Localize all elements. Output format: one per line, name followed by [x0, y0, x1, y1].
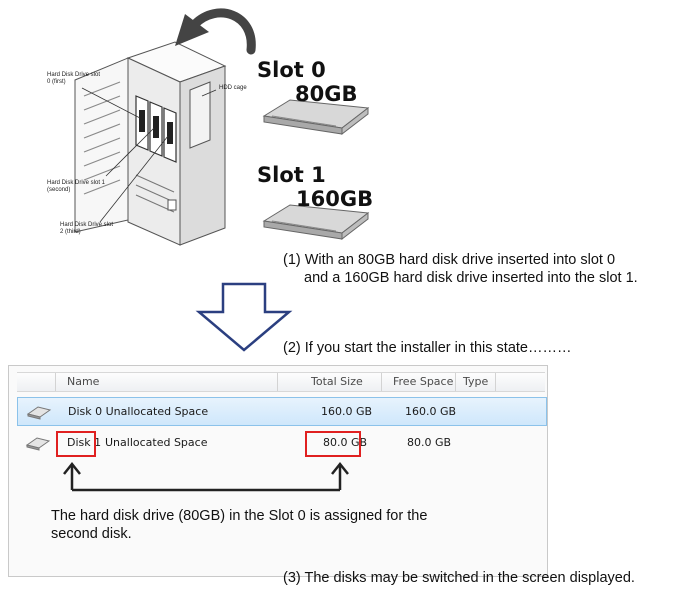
- slot1-title: Slot 1: [257, 163, 326, 187]
- callout-slot1: Hard Disk Drive slot 1 (second): [47, 180, 106, 193]
- disk-row-free: 160.0 GB: [405, 405, 457, 418]
- slot0-capacity: 80GB: [295, 82, 358, 106]
- callout-slot0: Hard Disk Drive slot 0 (first): [47, 72, 101, 85]
- caption-1: (1) With an 80GB hard disk drive inserte…: [283, 252, 638, 286]
- column-total-size[interactable]: Total Size: [311, 375, 363, 388]
- column-free-space[interactable]: Free Space: [393, 375, 454, 388]
- hard-disk-drive-icon: [262, 204, 370, 241]
- caption-2: (2) If you start the installer in this s…: [283, 340, 572, 356]
- disk-drive-icon: [26, 406, 52, 420]
- callout-slot2: Hard Disk Drive slot 2 (third): [60, 222, 114, 235]
- highlight-disk1: [56, 431, 96, 457]
- disk-row-1[interactable]: Disk 1 Unallocated Space 80.0 GB 80.0 GB: [17, 429, 545, 456]
- slot1-capacity: 160GB: [296, 187, 374, 211]
- disk-row-name-disk: Disk 1: [67, 436, 102, 449]
- double-arrow: [63, 461, 349, 492]
- swap-curve-arrow: [175, 8, 256, 55]
- disk-row-0[interactable]: Disk 0 Unallocated Space 160.0 GB 160.0 …: [17, 397, 547, 426]
- disk-drive-icon: [25, 437, 51, 451]
- highlight-80gb: [305, 431, 361, 457]
- disk-table-header: Name Total Size Free Space Type: [17, 372, 545, 392]
- hard-disk-drive-icon: [262, 99, 370, 136]
- installer-disk-panel: Name Total Size Free Space Type Disk 0 U…: [8, 365, 548, 577]
- caption-3: (3) The disks may be switched in the scr…: [283, 570, 635, 586]
- disk-row-name: Disk 0 Unallocated Space: [68, 405, 209, 418]
- callout-hdd-cage: HDD cage: [219, 85, 247, 91]
- slot0-title: Slot 0: [257, 58, 326, 82]
- disk-row-name-rest: Unallocated Space: [105, 436, 208, 449]
- server-illustration: [74, 41, 227, 246]
- assignment-note: The hard disk drive (80GB) in the Slot 0…: [51, 508, 428, 542]
- disk-row-total: 80.0 GB: [323, 436, 368, 449]
- disk-row-free: 80.0 GB: [407, 436, 452, 449]
- down-arrow: [195, 282, 293, 352]
- disk-row-total: 160.0 GB: [321, 405, 373, 418]
- column-name[interactable]: Name: [67, 375, 100, 388]
- column-type[interactable]: Type: [463, 375, 489, 388]
